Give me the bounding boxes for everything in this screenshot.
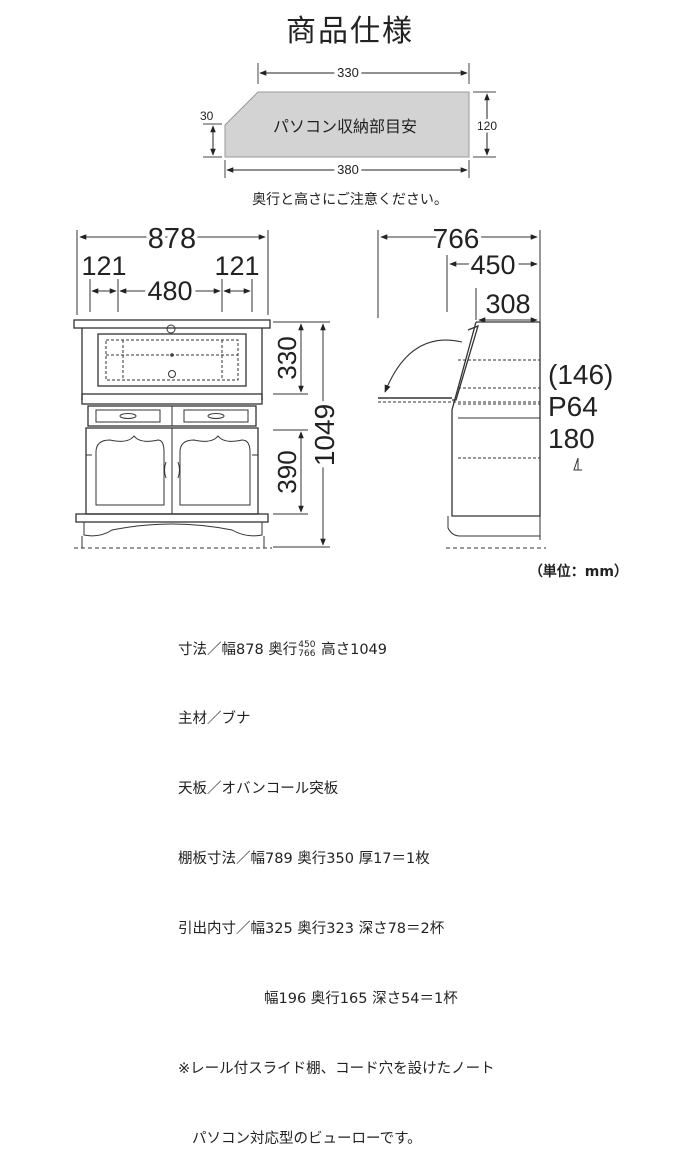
front-right-side: 121	[214, 251, 259, 281]
spec-size-suffix: 高さ1049	[316, 641, 387, 658]
spec-shelf: 棚板寸法／幅789 奥行350 厚17＝1枚	[178, 851, 430, 868]
side-total-depth: 766	[433, 223, 480, 254]
depth-bottom: 766	[298, 648, 316, 659]
spec-material: 主材／ブナ	[178, 711, 251, 728]
spec-drawer-2: 幅196 奥行165 深さ54＝1杯	[264, 991, 458, 1008]
side-dimension-labels: 766 450 308 (146) P64 180	[429, 219, 618, 458]
side-shelf-height-1: (146)	[548, 359, 613, 390]
front-upper-height: 330	[272, 336, 302, 379]
spec-note-1: ※レール付スライド棚、コード穴を設けたノート	[178, 1060, 495, 1077]
page-title: 商品仕様	[286, 14, 414, 49]
depth-top: 450	[298, 639, 316, 650]
front-dimension-labels: 878 121 480 121 330 390 1049	[77, 219, 344, 498]
spec-drawer-1: 引出内寸／幅325 奥行323 深さ78＝2杯	[178, 921, 445, 938]
notice-text: 奥行と高さにご注意ください。	[252, 192, 448, 208]
side-body-depth: 450	[470, 250, 515, 280]
spec-size-prefix: 寸法／幅878 奥行	[178, 641, 298, 658]
front-lower-height: 390	[272, 450, 302, 493]
pc-area-label: パソコン収納部目安	[273, 118, 417, 136]
front-view	[73, 230, 330, 549]
pc-area-diagram: 330 パソコン収納部目安 30 120 380	[200, 62, 500, 180]
front-center: 480	[147, 276, 192, 306]
pc-bottom-width: 380	[337, 162, 359, 177]
pc-right-height: 120	[477, 119, 497, 133]
side-shelf-height-3: 180	[548, 423, 595, 454]
spec-drawing: 330 パソコン収納部目安 30 120 380	[73, 62, 618, 549]
unit-label: （単位：mm）	[528, 564, 628, 580]
front-left-side: 121	[81, 251, 126, 281]
side-shelf-height-2: P64	[548, 391, 598, 422]
front-total-width: 878	[148, 223, 196, 255]
spec-top-board: 天板／オバンコール突板	[178, 781, 339, 798]
pc-area-shape	[224, 91, 470, 158]
pc-left-height: 30	[200, 109, 214, 123]
side-view	[377, 230, 582, 549]
front-total-height: 1049	[309, 404, 340, 466]
pc-top-width: 330	[337, 65, 359, 80]
spec-note-2: パソコン対応型のビューローです。	[192, 1130, 422, 1147]
side-top-depth: 308	[485, 289, 530, 319]
